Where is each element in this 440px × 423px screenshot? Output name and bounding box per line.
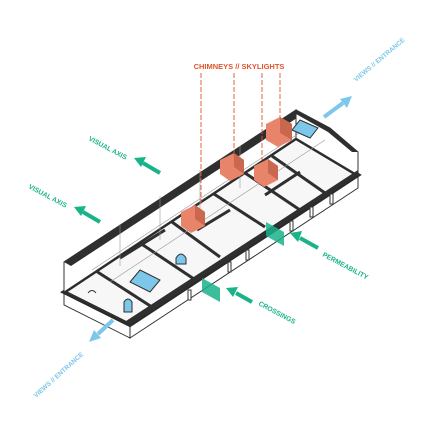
views-entrance-label-bottom: VIEWS // ENTRANCE — [33, 351, 86, 400]
crossings-arrow — [202, 278, 253, 304]
visual-axis-arrow-upper — [134, 157, 162, 175]
visual-axis-label-upper: VISUAL AXIS — [87, 136, 128, 162]
visual-axis-arrow-lower — [74, 206, 102, 224]
facade-windows — [187, 193, 334, 301]
views-entrance-label-top: VIEWS // ENTRANCE — [353, 36, 407, 83]
crossings-label: CROSSINGS — [257, 301, 297, 327]
chimney-shade — [280, 117, 292, 140]
arched-window — [87, 290, 97, 294]
chimneys-skylights-label: CHIMNEYS // SKYLIGHTS — [194, 62, 285, 71]
floor-grid — [91, 125, 326, 283]
chimney-shade — [195, 205, 205, 226]
chimney-leaders — [200, 73, 281, 205]
blue-arch — [175, 253, 187, 265]
back-wall-top — [64, 110, 303, 266]
chimney-shade — [268, 159, 278, 180]
visual-axis-label-lower: VISUAL AXIS — [27, 184, 68, 210]
views-arrow-bottom — [89, 318, 115, 342]
permeability-arrow — [266, 222, 319, 250]
crossings-plane — [202, 278, 220, 302]
blue-opening — [129, 269, 161, 293]
blue-opening — [291, 119, 319, 139]
permeability-label: PERMEABILITY — [321, 252, 369, 282]
chimney-shade — [234, 153, 244, 174]
chimneys — [181, 117, 292, 233]
interior-walls — [95, 154, 326, 311]
gable-top — [296, 110, 358, 152]
views-arrow-top — [322, 96, 352, 119]
arched-door — [123, 298, 133, 313]
end-wall-top — [64, 292, 130, 325]
building-volume — [60, 109, 362, 339]
permeability-plane — [266, 222, 284, 246]
